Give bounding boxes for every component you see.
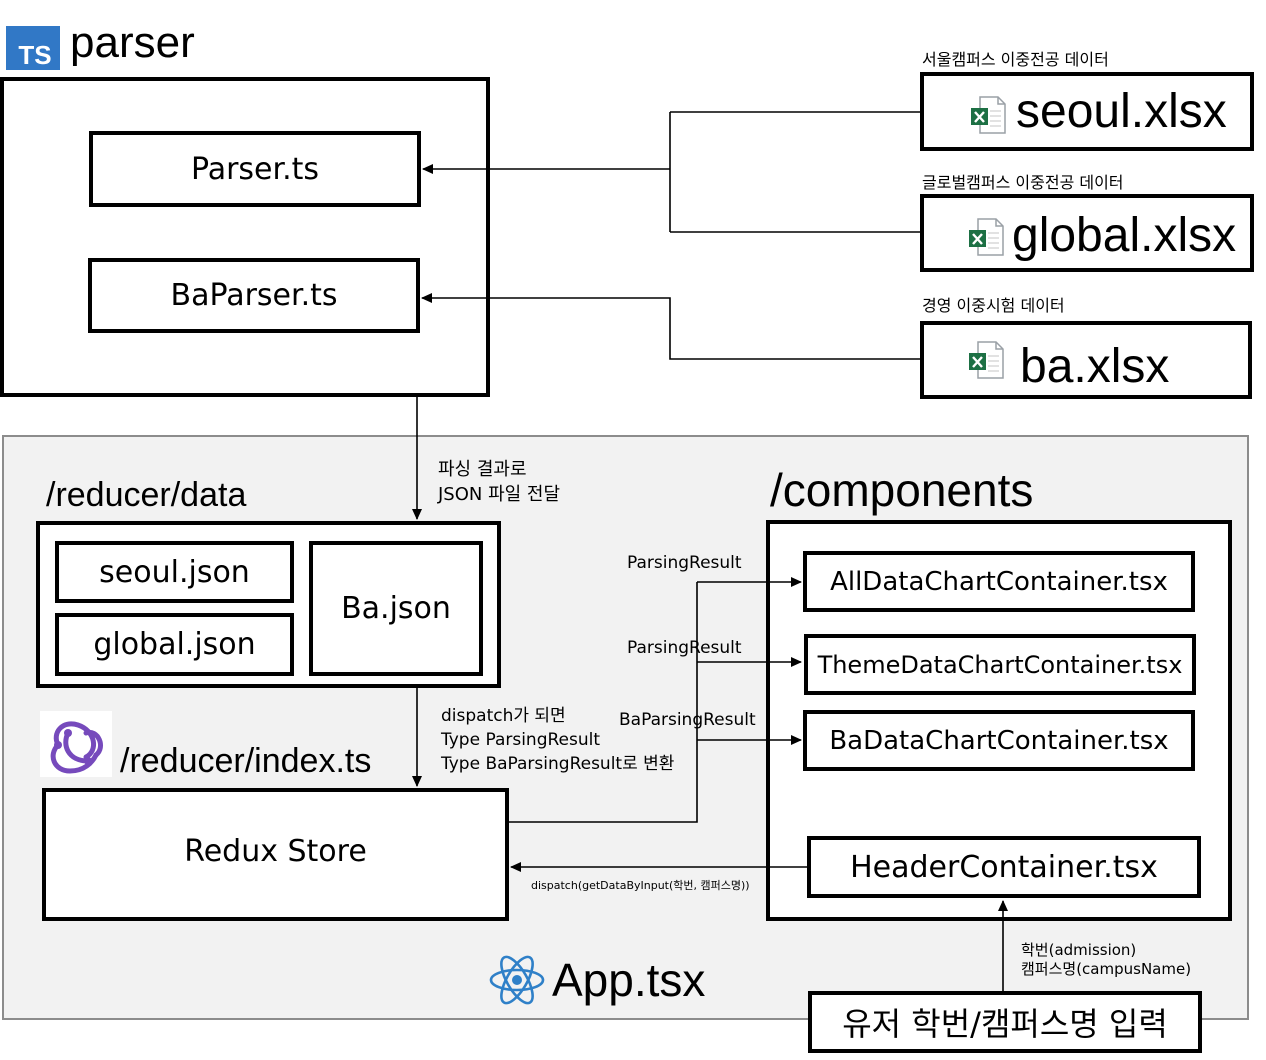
json-file-ba[interactable]: Ba.json bbox=[309, 541, 483, 676]
dispatch-note-line1: dispatch가 되면 bbox=[441, 706, 566, 726]
redux-store[interactable]: Redux Store bbox=[42, 788, 509, 921]
transfer-note-line1: 파싱 결과로 bbox=[438, 459, 527, 480]
parser-file-baparser-ts[interactable]: BaParser.ts bbox=[88, 258, 420, 333]
component-label: AllDataChartContainer.tsx bbox=[830, 566, 1168, 597]
source-file-name: ba.xlsx bbox=[1020, 340, 1170, 393]
component-ba-data-chart[interactable]: BaDataChartContainer.tsx bbox=[803, 710, 1195, 771]
edge-store-to-components bbox=[509, 582, 698, 823]
edge-ba-to-baparser bbox=[421, 293, 920, 360]
excel-file-icon bbox=[968, 341, 1004, 379]
input-note-line2: 캠퍼스명(campusName) bbox=[1021, 960, 1192, 978]
component-label: ThemeDataChartContainer.tsx bbox=[817, 650, 1183, 679]
file-label: BaParser.ts bbox=[170, 278, 338, 313]
source-file-global[interactable]: global.xlsx bbox=[920, 194, 1254, 272]
dispatch-note-line3: Type BaParsingResult로 변환 bbox=[441, 754, 675, 774]
source-file-seoul[interactable]: seoul.xlsx bbox=[920, 72, 1254, 151]
redux-store-label: Redux Store bbox=[184, 834, 367, 869]
json-file-seoul[interactable]: seoul.json bbox=[55, 541, 294, 603]
user-input-label: 유저 학번/캠퍼스명 입력 bbox=[842, 1005, 1168, 1043]
edge-label-to-theme: ParsingResult bbox=[627, 638, 742, 658]
app-title: App.tsx bbox=[552, 954, 706, 1006]
edge-label-to-ba: BaParsingResult bbox=[619, 710, 756, 730]
file-label: global.json bbox=[93, 627, 256, 662]
ts-badge-text: TS bbox=[18, 39, 52, 70]
excel-file-icon bbox=[968, 218, 1004, 256]
source-caption-global: 글로벌캠퍼스 이중전공 데이터 bbox=[922, 173, 1124, 192]
source-caption-ba: 경영 이중시험 데이터 bbox=[922, 296, 1065, 315]
user-input-box[interactable]: 유저 학번/캠퍼스명 입력 bbox=[808, 991, 1202, 1053]
parser-module bbox=[0, 77, 490, 397]
react-logo-icon bbox=[489, 954, 545, 1006]
json-file-global[interactable]: global.json bbox=[55, 613, 294, 676]
component-label: BaDataChartContainer.tsx bbox=[829, 725, 1169, 756]
component-theme-data-chart[interactable]: ThemeDataChartContainer.tsx bbox=[804, 634, 1196, 695]
input-note-line1: 학번(admission) bbox=[1021, 941, 1137, 959]
reducer-data-title: /reducer/data bbox=[46, 476, 247, 514]
transfer-note-line2: JSON 파일 전달 bbox=[438, 484, 561, 505]
edge-label-header-dispatch: dispatch(getDataByInput(학번, 캠퍼스명)) bbox=[531, 879, 750, 892]
parser-title: parser bbox=[70, 18, 195, 67]
dispatch-note-line2: Type ParsingResult bbox=[441, 730, 601, 750]
typescript-logo-icon: TS bbox=[6, 26, 60, 70]
components-title: /components bbox=[770, 464, 1034, 516]
source-caption-seoul: 서울캠퍼스 이중전공 데이터 bbox=[922, 50, 1109, 69]
parser-file-parser-ts[interactable]: Parser.ts bbox=[89, 131, 421, 207]
component-header-container[interactable]: HeaderContainer.tsx bbox=[807, 836, 1201, 898]
file-label: seoul.json bbox=[99, 554, 250, 590]
component-all-data-chart[interactable]: AllDataChartContainer.tsx bbox=[803, 551, 1195, 612]
source-file-name: seoul.xlsx bbox=[1016, 85, 1227, 138]
redux-logo-icon bbox=[40, 711, 112, 777]
file-label: Ba.json bbox=[341, 591, 451, 626]
file-label: Parser.ts bbox=[190, 151, 320, 187]
component-label: HeaderContainer.tsx bbox=[850, 849, 1158, 885]
edge-sources-to-parser bbox=[423, 112, 671, 232]
edge-label-to-all: ParsingResult bbox=[627, 553, 742, 573]
source-file-ba[interactable]: ba.xlsx bbox=[920, 321, 1252, 399]
excel-file-icon bbox=[970, 96, 1006, 134]
source-file-name: global.xlsx bbox=[1012, 209, 1237, 262]
reducer-index-title: /reducer/index.ts bbox=[120, 742, 372, 780]
